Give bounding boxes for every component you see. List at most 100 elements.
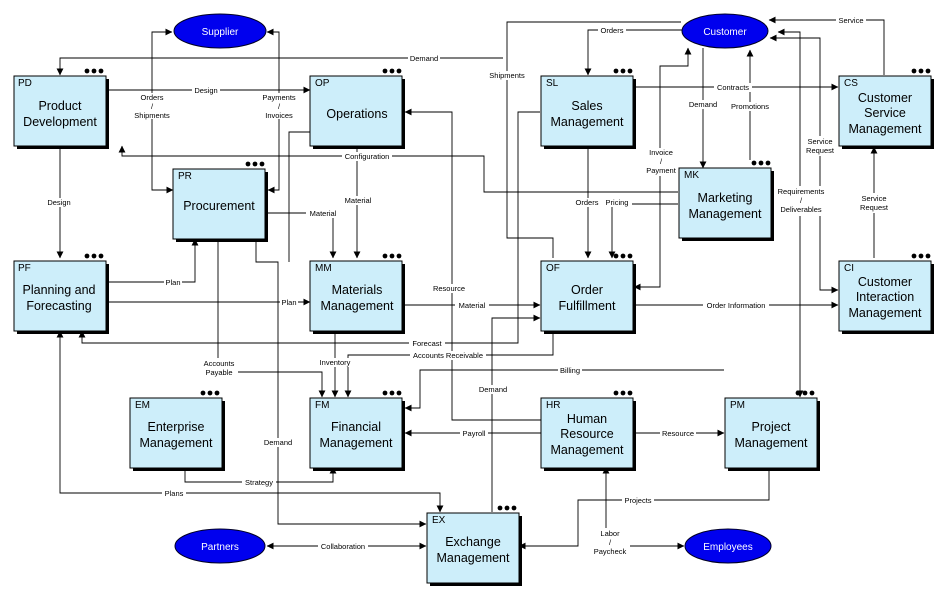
module-product-development[interactable]: PD Product Development bbox=[13, 68, 109, 149]
module-code-fm: FM bbox=[315, 400, 329, 411]
module-enterprise-management[interactable]: EM Enterprise Management bbox=[129, 390, 225, 471]
label-material-pr: Material bbox=[310, 209, 337, 218]
module-code-sl: SL bbox=[546, 78, 559, 89]
label-design-left: Design bbox=[47, 198, 70, 207]
label-plan-pr: Plan bbox=[165, 278, 180, 287]
label-invoice-slash: / bbox=[660, 157, 663, 166]
module-title: Project bbox=[752, 420, 791, 434]
label-promotions: Promotions bbox=[731, 102, 769, 111]
module-code-mk: MK bbox=[684, 170, 699, 181]
module-title-line2: Management bbox=[321, 299, 394, 313]
module-title: Procurement bbox=[183, 199, 255, 213]
module-marketing-management[interactable]: MK Marketing Management bbox=[678, 160, 774, 241]
more-dots-icon bbox=[84, 253, 104, 259]
module-operations[interactable]: OP Operations bbox=[309, 68, 405, 149]
connector-op-pr bbox=[288, 131, 310, 262]
label-demand-mk: Demand bbox=[689, 100, 717, 109]
more-dots-icon bbox=[911, 68, 931, 74]
actor-supplier-label: Supplier bbox=[202, 27, 239, 38]
module-materials-management[interactable]: MM Materials Management bbox=[309, 253, 405, 334]
module-code-hr: HR bbox=[546, 400, 560, 411]
module-code-pr: PR bbox=[178, 171, 192, 182]
module-project-management[interactable]: PM Project Management bbox=[724, 390, 820, 471]
actor-partners[interactable]: Partners bbox=[174, 528, 266, 564]
label-demand-pd: Demand bbox=[410, 54, 438, 63]
actor-employees[interactable]: Employees bbox=[684, 528, 772, 564]
actor-partners-label: Partners bbox=[201, 542, 239, 553]
connector-service-cs-customer bbox=[768, 16, 885, 75]
actor-customer[interactable]: Customer bbox=[681, 13, 769, 49]
label-payments-slash: / bbox=[278, 102, 281, 111]
module-code-ci: CI bbox=[844, 263, 854, 274]
module-code-pm: PM bbox=[730, 400, 745, 411]
module-title-line2: Development bbox=[23, 115, 97, 129]
connector-demand-ex-of bbox=[491, 314, 541, 512]
label-resource-top: Resource bbox=[433, 284, 465, 293]
flow-labels: Demand Design Orders / Shipments Payment… bbox=[45, 16, 890, 556]
label-accounts-payable-2: Payable bbox=[205, 368, 232, 377]
module-title: Order bbox=[571, 283, 603, 297]
label-service-request-ci-2: Request bbox=[860, 203, 889, 212]
more-dots-icon bbox=[613, 68, 633, 74]
module-title-line2: Management bbox=[437, 551, 510, 565]
more-dots-icon bbox=[613, 390, 633, 396]
label-accounts-payable-1: Accounts bbox=[204, 359, 235, 368]
more-dots-icon bbox=[200, 390, 220, 396]
label-payment: Payment bbox=[646, 166, 677, 175]
connector-resource-hr-op bbox=[404, 108, 541, 421]
label-billing: Billing bbox=[560, 366, 580, 375]
more-dots-icon bbox=[245, 161, 265, 167]
module-financial-management[interactable]: FM Financial Management bbox=[309, 390, 405, 471]
module-title-line2: Management bbox=[689, 207, 762, 221]
module-title: Customer bbox=[858, 275, 912, 289]
label-resource-pm: Resource bbox=[662, 429, 694, 438]
label-service-request-top-1: Service bbox=[807, 137, 832, 146]
more-dots-icon bbox=[613, 253, 633, 259]
label-orders: Orders bbox=[141, 93, 164, 102]
connector-invoice-payment bbox=[633, 47, 692, 291]
connector-shipments bbox=[506, 21, 681, 258]
connector-service-request-top bbox=[769, 34, 839, 294]
module-order-fulfillment[interactable]: OF Order Fulfillment bbox=[540, 253, 636, 334]
module-human-resource-management[interactable]: HR Human Resource Management bbox=[540, 390, 636, 471]
module-code-cs: CS bbox=[844, 78, 858, 89]
more-dots-icon bbox=[84, 68, 104, 74]
label-orders-sl: Orders bbox=[576, 198, 599, 207]
module-exchange-management[interactable]: EX Exchange Management bbox=[426, 505, 522, 586]
more-dots-icon bbox=[382, 253, 402, 259]
label-service: Service bbox=[838, 16, 863, 25]
module-procurement[interactable]: PR Procurement bbox=[172, 161, 268, 242]
label-demand-pr: Demand bbox=[264, 438, 292, 447]
label-design-top: Design bbox=[194, 86, 217, 95]
module-customer-interaction-management[interactable]: CI Customer Interaction Management bbox=[838, 253, 934, 334]
connector-requirements-deliverables bbox=[777, 28, 804, 398]
module-title: Planning and bbox=[23, 283, 96, 297]
label-shipments-supplier: Shipments bbox=[134, 111, 170, 120]
module-title-line2: Management bbox=[551, 115, 624, 129]
module-sales-management[interactable]: SL Sales Management bbox=[540, 68, 636, 149]
module-title: Sales bbox=[571, 99, 602, 113]
module-title-line2: Interaction bbox=[856, 290, 914, 304]
label-paycheck: Paycheck bbox=[594, 547, 627, 556]
module-title-line3: Management bbox=[551, 443, 624, 457]
module-title-line2: Management bbox=[320, 436, 393, 450]
module-title: Exchange bbox=[445, 535, 501, 549]
actor-supplier[interactable]: Supplier bbox=[173, 13, 267, 49]
label-demand-ex: Demand bbox=[479, 385, 507, 394]
connector-plans bbox=[56, 330, 444, 513]
connector-projects bbox=[518, 467, 770, 550]
module-code-pf: PF bbox=[18, 263, 31, 274]
label-shipments: Shipments bbox=[489, 71, 525, 80]
module-title-line2: Forecasting bbox=[26, 299, 91, 313]
label-service-request-ci-1: Service bbox=[861, 194, 886, 203]
module-title-line2: Resource bbox=[560, 427, 614, 441]
connector-pricing bbox=[608, 203, 678, 259]
module-title: Financial bbox=[331, 420, 381, 434]
module-customer-service-management[interactable]: CS Customer Service Management bbox=[838, 68, 934, 149]
module-code-ex: EX bbox=[432, 515, 446, 526]
connectors bbox=[56, 16, 885, 550]
module-code-mm: MM bbox=[315, 263, 332, 274]
label-strategy: Strategy bbox=[245, 478, 273, 487]
module-planning-forecasting[interactable]: PF Planning and Forecasting bbox=[13, 253, 109, 334]
